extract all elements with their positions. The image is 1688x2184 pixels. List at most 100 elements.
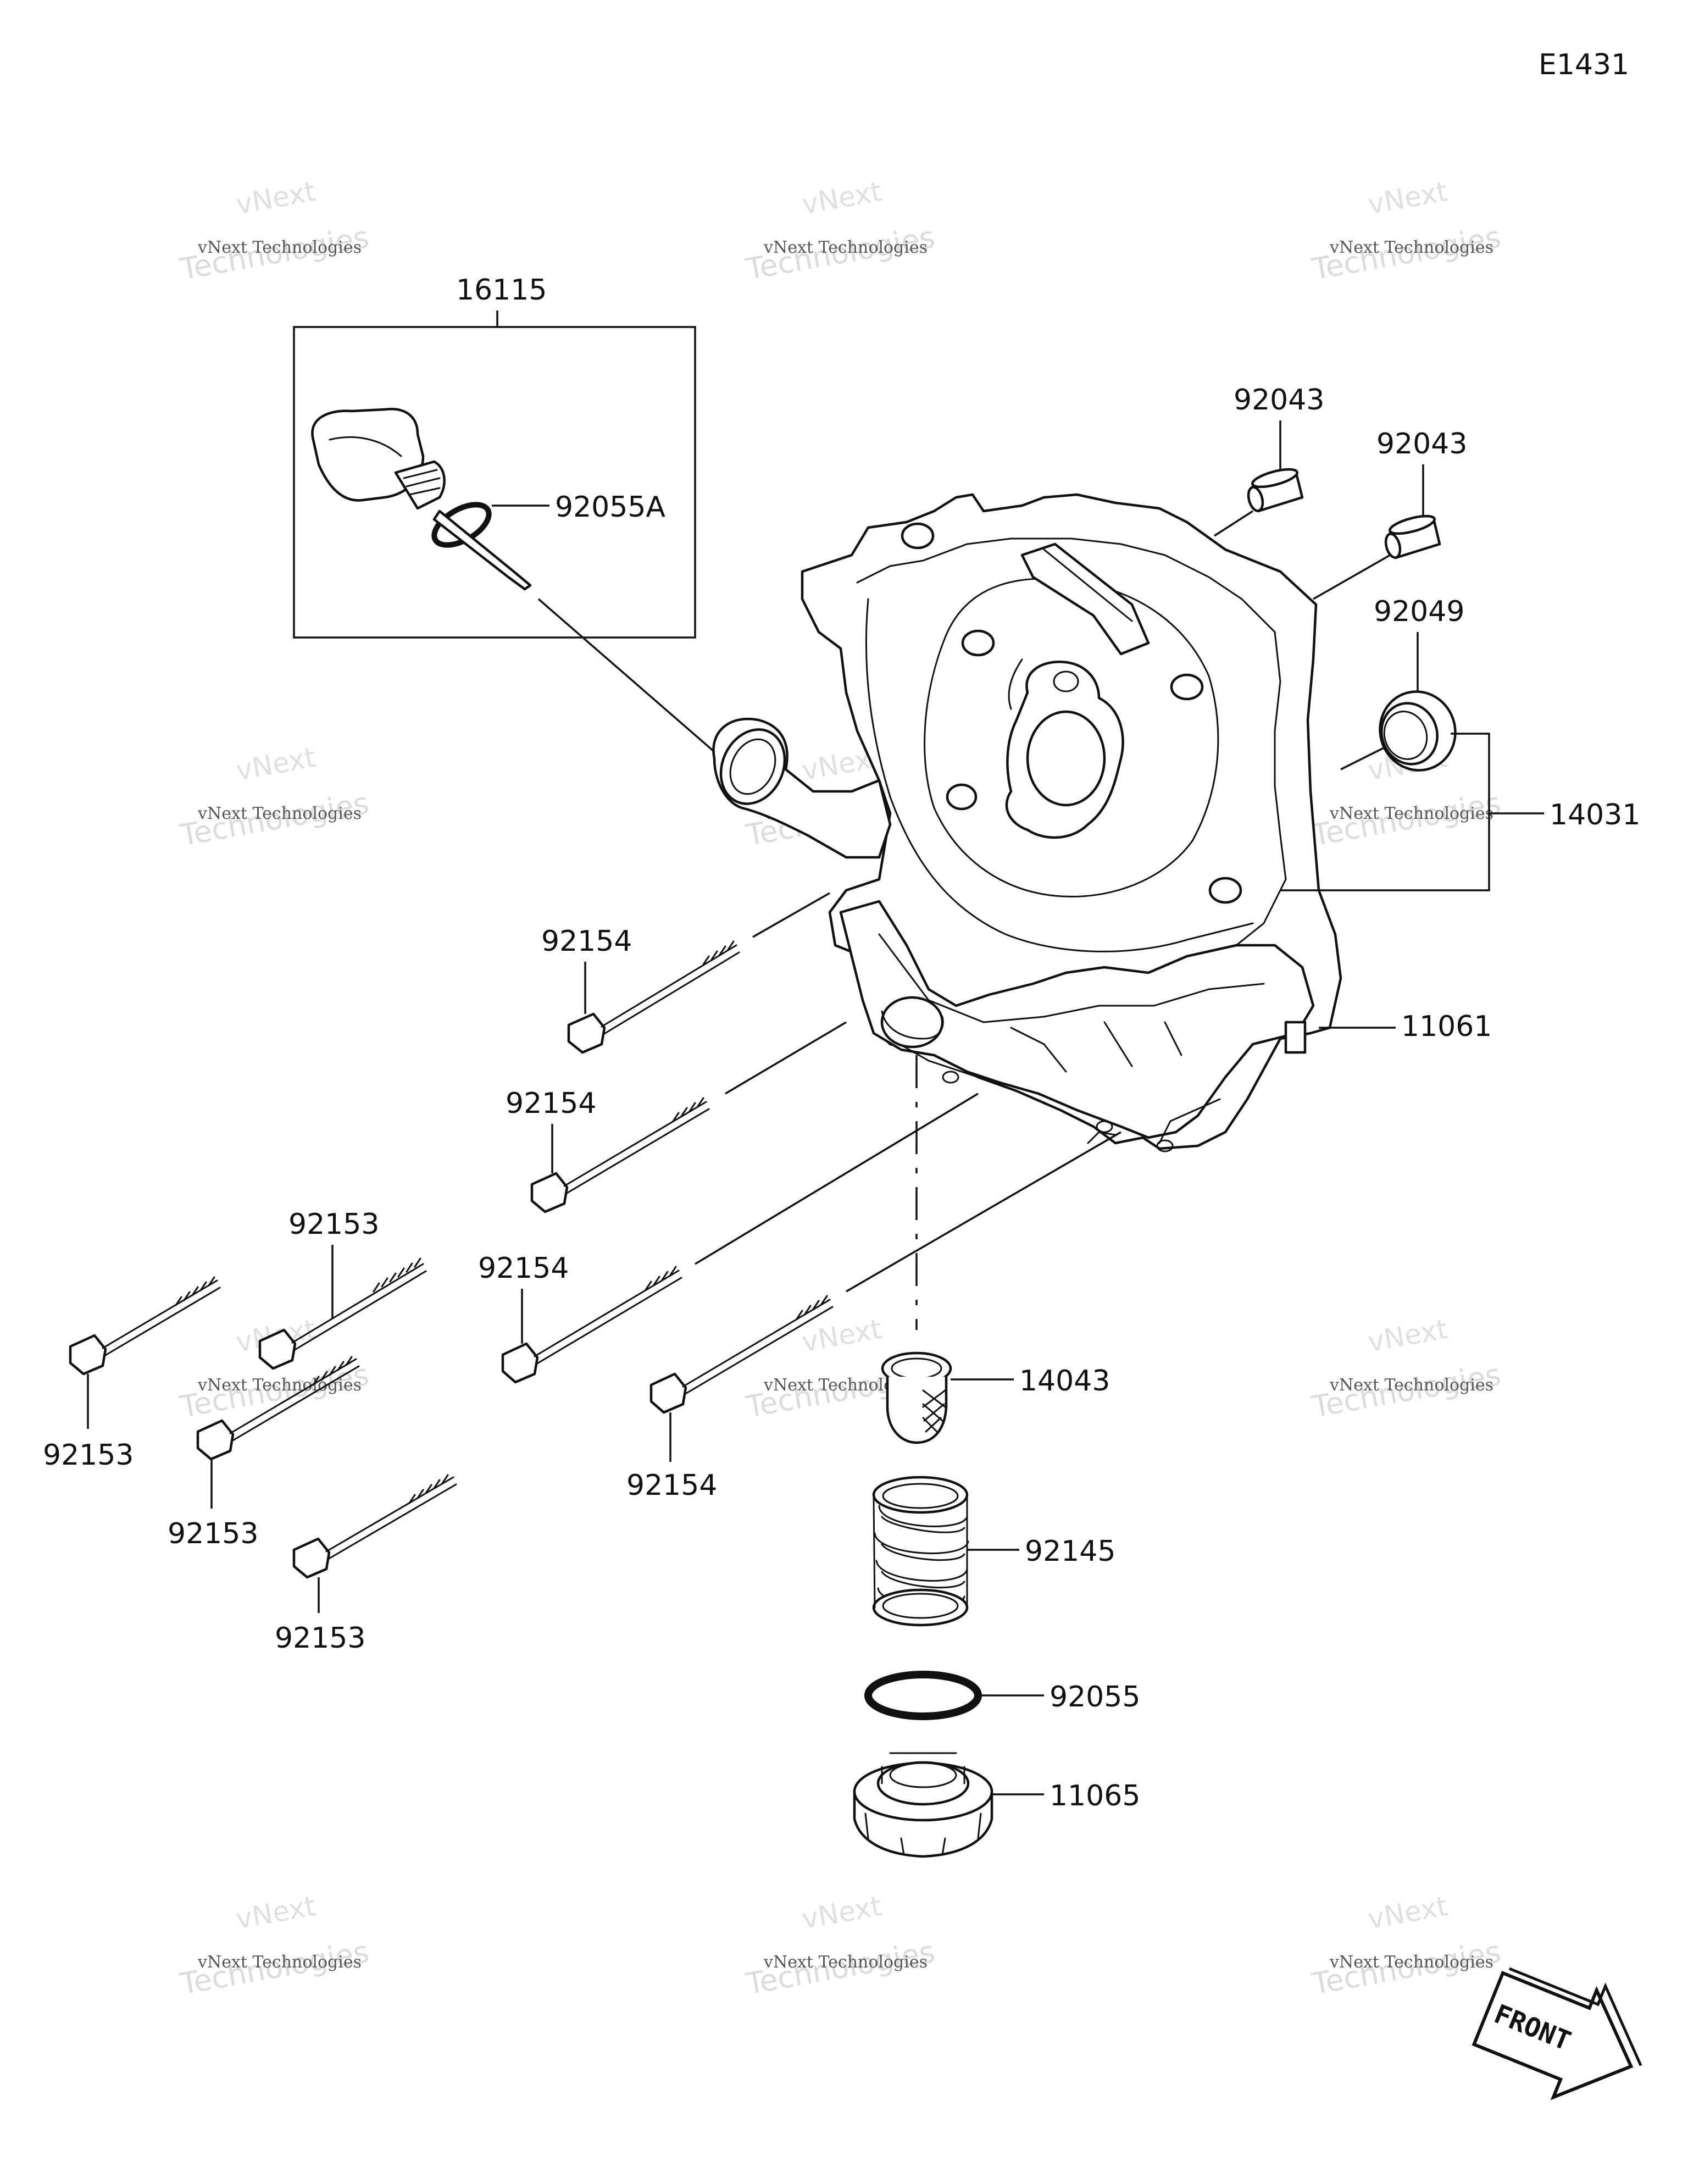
label-14031[interactable]: 14031: [1550, 799, 1640, 832]
watermark-vnext: vNext: [234, 1890, 318, 1935]
watermark-vnext: vNext: [234, 175, 318, 220]
label-92153-a[interactable]: 92153: [43, 1439, 134, 1472]
label-14043[interactable]: 14043: [1019, 1365, 1110, 1398]
watermark: vNext Technologies vNext Technologies: [177, 1890, 371, 2002]
leader-92154-d-to-case: [846, 1131, 1121, 1293]
watermark-small: vNext Technologies: [1329, 1376, 1493, 1395]
watermark-small: vNext Technologies: [1329, 238, 1493, 257]
dowel-pin-icon: [1384, 514, 1441, 559]
leader-92154-c-to-case: [695, 1093, 979, 1265]
part-92154-a-group: 92154: [541, 892, 830, 1054]
bolt-icon: [501, 1266, 682, 1384]
part-92055-group: 92055: [864, 1671, 1140, 1720]
boss: [901, 522, 935, 550]
part-14031-group: 14031: [1280, 733, 1640, 891]
label-11061[interactable]: 11061: [1401, 1010, 1492, 1043]
oil-seal-icon: [1379, 690, 1457, 772]
watermark-small: vNext Technologies: [197, 1953, 362, 1972]
bolt-icon: [292, 1474, 457, 1579]
watermark: vNext Technologies vNext Technologies: [743, 1890, 937, 2002]
watermark-small: vNext Technologies: [197, 1376, 362, 1395]
bolt-icon: [69, 1276, 221, 1376]
label-92154-d[interactable]: 92154: [626, 1469, 717, 1502]
part-92145-group: 92145: [872, 1476, 1115, 1627]
bolt-icon: [649, 1295, 834, 1414]
label-92153-c[interactable]: 92153: [168, 1517, 258, 1550]
boss: [1208, 877, 1242, 904]
watermark-vnext: vNext: [1365, 1890, 1450, 1935]
drain-boss: [880, 996, 944, 1049]
label-92049[interactable]: 92049: [1374, 595, 1464, 628]
label-92043-b[interactable]: 92043: [1376, 428, 1467, 461]
watermark-vnext: vNext: [234, 741, 318, 786]
bolt-icon: [258, 1257, 427, 1370]
spring-icon: [872, 1476, 969, 1627]
label-11065[interactable]: 11065: [1050, 1780, 1140, 1812]
watermark: vNext Technologies vNext Technologies: [1309, 175, 1503, 287]
watermark: vNext Technologies vNext Technologies: [1309, 1890, 1503, 2002]
dipstick-icon: [311, 407, 532, 591]
watermark: vNext Technologies vNext Technologies: [1309, 1313, 1503, 1424]
part-92043-a-group: 92043: [1214, 384, 1324, 537]
boss: [946, 783, 978, 811]
watermark: vNext Technologies vNext Technologies: [177, 175, 371, 287]
label-16115[interactable]: 16115: [456, 274, 547, 307]
leader-92043-b-to-case: [1313, 554, 1391, 600]
part-92154-d-group: 92154: [626, 1131, 1121, 1502]
part-92153-d-group: 92153: [275, 1474, 457, 1655]
bracket-14031: [1280, 733, 1490, 891]
oring-92055-icon: [864, 1671, 982, 1720]
part-92154-c-group: 92154: [478, 1093, 979, 1384]
label-92055[interactable]: 92055: [1050, 1681, 1140, 1714]
label-92055A[interactable]: 92055A: [555, 491, 665, 524]
bolt-icon: [567, 940, 740, 1054]
part-92154-b-group: 92154: [506, 1021, 847, 1213]
drain-plug-icon: [853, 1752, 993, 1858]
watermark-small: vNext Technologies: [197, 238, 362, 257]
part-92043-b-group: 92043: [1313, 428, 1467, 600]
oil-strainer-icon: [881, 1351, 952, 1444]
watermark-small: vNext Technologies: [1329, 804, 1493, 823]
part-92153-c-group: 92153: [168, 1356, 360, 1550]
watermark-vnext: vNext: [799, 175, 884, 220]
dowel-pin-icon: [1247, 468, 1304, 513]
tab: [1284, 1021, 1307, 1054]
label-92154-c[interactable]: 92154: [478, 1252, 569, 1285]
boss: [1170, 673, 1204, 701]
diagram-code: E1431: [1539, 48, 1629, 81]
watermark: vNext Technologies vNext Technologies: [743, 175, 937, 287]
part-92153-b-group: 92153: [258, 1208, 427, 1370]
front-arrow-icon: FRONT: [1472, 1967, 1642, 2100]
crankcase-cover-icon: [712, 493, 1342, 1152]
oring-92055A-icon: [431, 502, 492, 548]
box-16115: [293, 326, 696, 639]
leader-92154-a-to-case: [752, 892, 830, 938]
label-92154-a[interactable]: 92154: [541, 925, 632, 958]
watermark-small: vNext Technologies: [763, 238, 928, 257]
label-92145[interactable]: 92145: [1025, 1535, 1115, 1568]
label-92153-b[interactable]: 92153: [288, 1208, 379, 1241]
label-92154-b[interactable]: 92154: [506, 1087, 596, 1120]
watermark-small: vNext Technologies: [197, 804, 362, 823]
label-92153-d[interactable]: 92153: [275, 1622, 365, 1655]
label-92043-a[interactable]: 92043: [1234, 384, 1324, 417]
bolt-icon: [196, 1356, 360, 1461]
watermark-vnext: vNext: [1365, 175, 1450, 220]
leader-92043-a-to-case: [1214, 510, 1253, 537]
part-92153-a-group: 92153: [43, 1276, 221, 1472]
watermark-vnext: vNext: [1365, 1313, 1450, 1358]
boss: [961, 629, 995, 657]
watermark-small: vNext Technologies: [763, 1953, 928, 1972]
watermark-small: vNext Technologies: [1329, 1953, 1493, 1972]
part-11065-group: 11065: [853, 1752, 1140, 1858]
part-14043-group: 14043: [881, 1351, 1110, 1444]
part-16115-group: 16115 92055A: [293, 274, 748, 781]
watermark-vnext: vNext: [799, 1890, 884, 1935]
part-92049-group: 92049: [1340, 595, 1464, 772]
watermark: vNext Technologies vNext Technologies: [177, 741, 371, 853]
bolt-icon: [530, 1097, 710, 1213]
leader-92154-b-to-case: [725, 1021, 847, 1095]
leader-92049-to-case: [1340, 746, 1385, 771]
